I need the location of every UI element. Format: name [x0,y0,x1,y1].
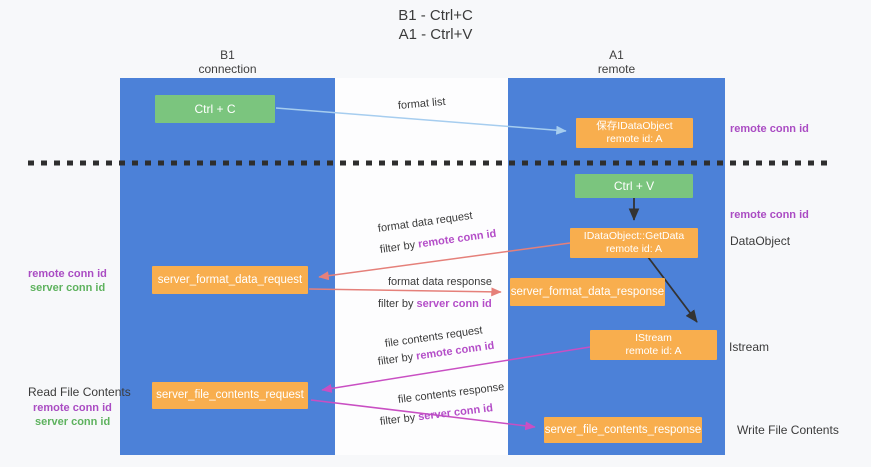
note-remote-conn-id-top: remote conn id [730,123,809,135]
note-server-conn-id-left-format: server conn id [30,282,106,294]
node-ctrl-v-label: Ctrl + V [613,178,655,193]
node-istream-line1: IStream [635,332,672,344]
note-write-file-contents: Write File Contents [737,423,839,437]
node-file-request-label: server_file_contents_request [156,389,304,401]
note-remote-conn-id-left-format: remote conn id [28,268,107,280]
node-getdata-line1: IDataObject::GetData [583,230,685,242]
diagram-title: B1 - Ctrl+C A1 - Ctrl+V [0,6,871,44]
node-ctrl-c-label: Ctrl + C [194,101,236,116]
note-remote-conn-id-left-file: remote conn id [33,402,112,414]
node-server-format-data-request: server_format_data_request [152,266,308,294]
column-b1-role: connection [198,62,257,76]
node-saved-idataobject-line2: remote id: A [606,133,663,145]
node-saved-idataobject: 保存IDataObject remote id: A [576,118,693,148]
node-saved-idataobject-line1: 保存IDataObject [596,120,673,132]
node-server-format-data-response: server_format_data_response [510,278,665,306]
label-filter-server-format: filter by server conn id [378,298,492,310]
node-server-file-contents-request: server_file_contents_request [152,382,308,409]
column-header-b1: B1 connection [120,48,335,76]
node-idataobject-getdata: IDataObject::GetData remote id: A [570,228,698,258]
node-istream-line2: remote id: A [625,345,682,357]
note-remote-conn-id-mid: remote conn id [730,209,809,221]
title-line-1: B1 - Ctrl+C [398,7,473,24]
node-ctrl-c: Ctrl + C [155,95,275,123]
filter-server-conn-id: server conn id [416,298,492,310]
note-read-file-contents: Read File Contents [28,385,131,399]
node-format-request-label: server_format_data_request [157,273,303,286]
column-header-a1: A1 remote [508,48,725,76]
node-format-response-label: server_format_data_response [510,285,665,298]
note-istream: Istream [729,340,770,354]
note-server-conn-id-left-file: server conn id [35,416,111,428]
node-getdata-line2: remote id: A [605,243,663,255]
node-server-file-contents-response: server_file_contents_response [544,417,702,443]
note-dataobject: DataObject [730,234,791,248]
column-b1-name: B1 [220,48,235,62]
title-line-2: A1 - Ctrl+V [398,26,473,43]
label-format-data-response: format data response [388,276,492,288]
node-ctrl-v: Ctrl + V [575,174,693,198]
node-istream: IStream remote id: A [590,330,717,360]
column-a1-role: remote [597,62,636,76]
node-file-response-label: server_file_contents_response [544,423,702,436]
filter-by-text: filter by [378,298,414,310]
column-a1-name: A1 [609,48,624,62]
